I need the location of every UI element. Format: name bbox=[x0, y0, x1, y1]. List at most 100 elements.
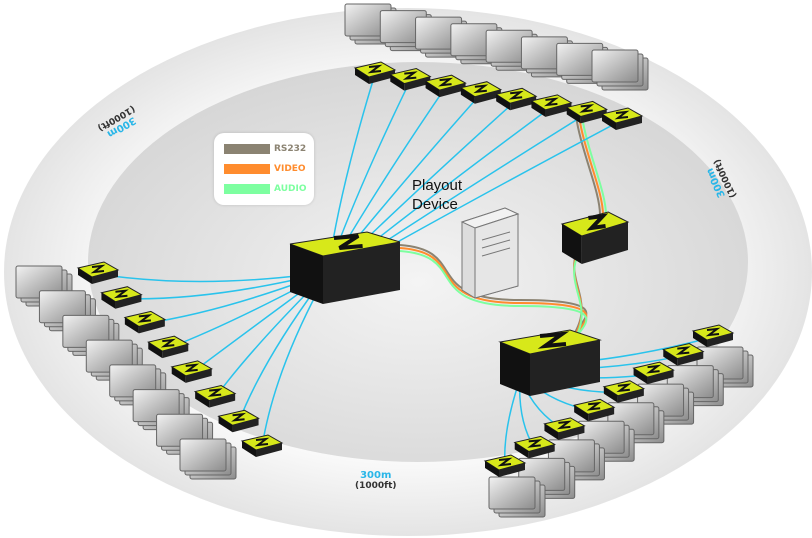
receiver-front bbox=[256, 443, 282, 457]
receiver-side bbox=[496, 94, 511, 111]
z-logo-icon bbox=[543, 97, 559, 107]
legend-label: RS232 bbox=[274, 144, 307, 154]
playout-device-label: Playout Device bbox=[412, 176, 462, 214]
monitor-screen bbox=[591, 49, 639, 83]
receiver-side bbox=[355, 68, 369, 84]
z-logo-icon bbox=[675, 346, 691, 355]
av-cable bbox=[399, 250, 588, 347]
receiver-front bbox=[439, 83, 466, 98]
z-logo-icon bbox=[614, 110, 630, 120]
cable-legend: RS232 VIDEO AUDIO bbox=[214, 133, 314, 205]
receiver-front bbox=[185, 368, 212, 383]
monitor-screen bbox=[488, 476, 536, 510]
playout-line1: Playout bbox=[412, 177, 463, 194]
z-logo-icon bbox=[497, 457, 513, 467]
receiver-front bbox=[162, 344, 189, 359]
cat-cable bbox=[97, 273, 306, 283]
receiver-front bbox=[707, 333, 733, 347]
receiver-side bbox=[78, 268, 92, 284]
drive-bay bbox=[481, 239, 511, 249]
z-logo-icon bbox=[586, 401, 602, 411]
hub-side bbox=[562, 224, 582, 264]
receiver-side bbox=[544, 423, 559, 440]
receiver-side bbox=[425, 81, 440, 98]
rs232-swatch bbox=[224, 144, 270, 154]
receiver-side bbox=[531, 100, 546, 117]
av-cable bbox=[399, 244, 588, 341]
receiver-front bbox=[369, 70, 395, 84]
receiver-front bbox=[209, 393, 236, 408]
z-logo-icon bbox=[367, 64, 383, 74]
receiver-side bbox=[603, 386, 618, 403]
receiver-group bbox=[483, 324, 754, 518]
receiver-side bbox=[124, 317, 139, 334]
hub-side bbox=[290, 244, 323, 304]
z-logo-icon bbox=[113, 289, 129, 299]
receiver-side bbox=[460, 87, 475, 104]
receiver-front bbox=[558, 425, 585, 440]
receiver-front bbox=[474, 89, 501, 104]
receiver-front bbox=[580, 109, 607, 124]
receiver-group bbox=[15, 261, 284, 480]
z-logo-icon bbox=[527, 439, 543, 448]
receiver-front bbox=[510, 96, 537, 111]
legend-item-rs232: RS232 bbox=[224, 143, 306, 155]
z-logo-icon bbox=[579, 104, 595, 113]
playout-line2: Device bbox=[412, 196, 458, 213]
z-logo-icon bbox=[254, 437, 270, 447]
receiver-front bbox=[647, 370, 674, 385]
receiver-side bbox=[514, 442, 529, 459]
drive-bay bbox=[481, 247, 511, 257]
receiver-side bbox=[693, 331, 707, 347]
receiver-side bbox=[242, 441, 256, 457]
receiver-front bbox=[115, 294, 142, 309]
receiver-front bbox=[545, 102, 572, 117]
z-logo-icon bbox=[333, 234, 363, 250]
cat-cable bbox=[214, 284, 316, 399]
receiver-side bbox=[390, 74, 405, 91]
z-logo-icon bbox=[586, 213, 609, 231]
hub-front bbox=[323, 242, 400, 304]
av-cable bbox=[574, 109, 601, 216]
receiver-group bbox=[344, 3, 649, 130]
receiver-side bbox=[218, 416, 233, 433]
receiver-side bbox=[195, 391, 210, 408]
receiver-side bbox=[485, 461, 499, 477]
receiver-side bbox=[566, 107, 581, 124]
hub-front bbox=[581, 222, 628, 264]
av-cable bbox=[399, 247, 588, 344]
playout-device-icon bbox=[460, 207, 520, 299]
receiver-front bbox=[617, 388, 644, 403]
z-logo-icon bbox=[537, 331, 570, 349]
distance-feet: (1000ft) bbox=[355, 481, 397, 491]
receiver-front bbox=[499, 463, 525, 477]
receiver-side bbox=[633, 368, 648, 385]
z-logo-icon bbox=[556, 420, 572, 430]
z-logo-icon bbox=[616, 383, 632, 393]
receiver-side bbox=[101, 292, 116, 309]
z-logo-icon bbox=[438, 77, 454, 87]
receiver-front bbox=[616, 116, 642, 130]
hub-side bbox=[500, 342, 530, 396]
receiver-side bbox=[602, 114, 616, 130]
distance-meters: 300m bbox=[360, 470, 392, 481]
receiver-front bbox=[232, 418, 259, 433]
receiver-front bbox=[138, 319, 165, 334]
receiver-side bbox=[171, 366, 186, 383]
receiver-front bbox=[677, 351, 704, 366]
z-logo-icon bbox=[207, 388, 223, 397]
monitor-screen bbox=[179, 438, 227, 472]
z-logo-icon bbox=[508, 90, 524, 100]
z-logo-icon bbox=[160, 338, 176, 348]
z-logo-icon bbox=[90, 264, 106, 274]
legend-item-video: VIDEO bbox=[224, 163, 306, 175]
z-logo-icon bbox=[231, 412, 247, 422]
cat-cable bbox=[261, 288, 320, 448]
z-logo-icon bbox=[184, 363, 200, 373]
z-logo-icon bbox=[137, 314, 153, 323]
receiver-side bbox=[663, 349, 678, 366]
legend-label: VIDEO bbox=[274, 164, 306, 174]
z-logo-icon bbox=[705, 327, 721, 337]
receiver-side bbox=[574, 405, 589, 422]
